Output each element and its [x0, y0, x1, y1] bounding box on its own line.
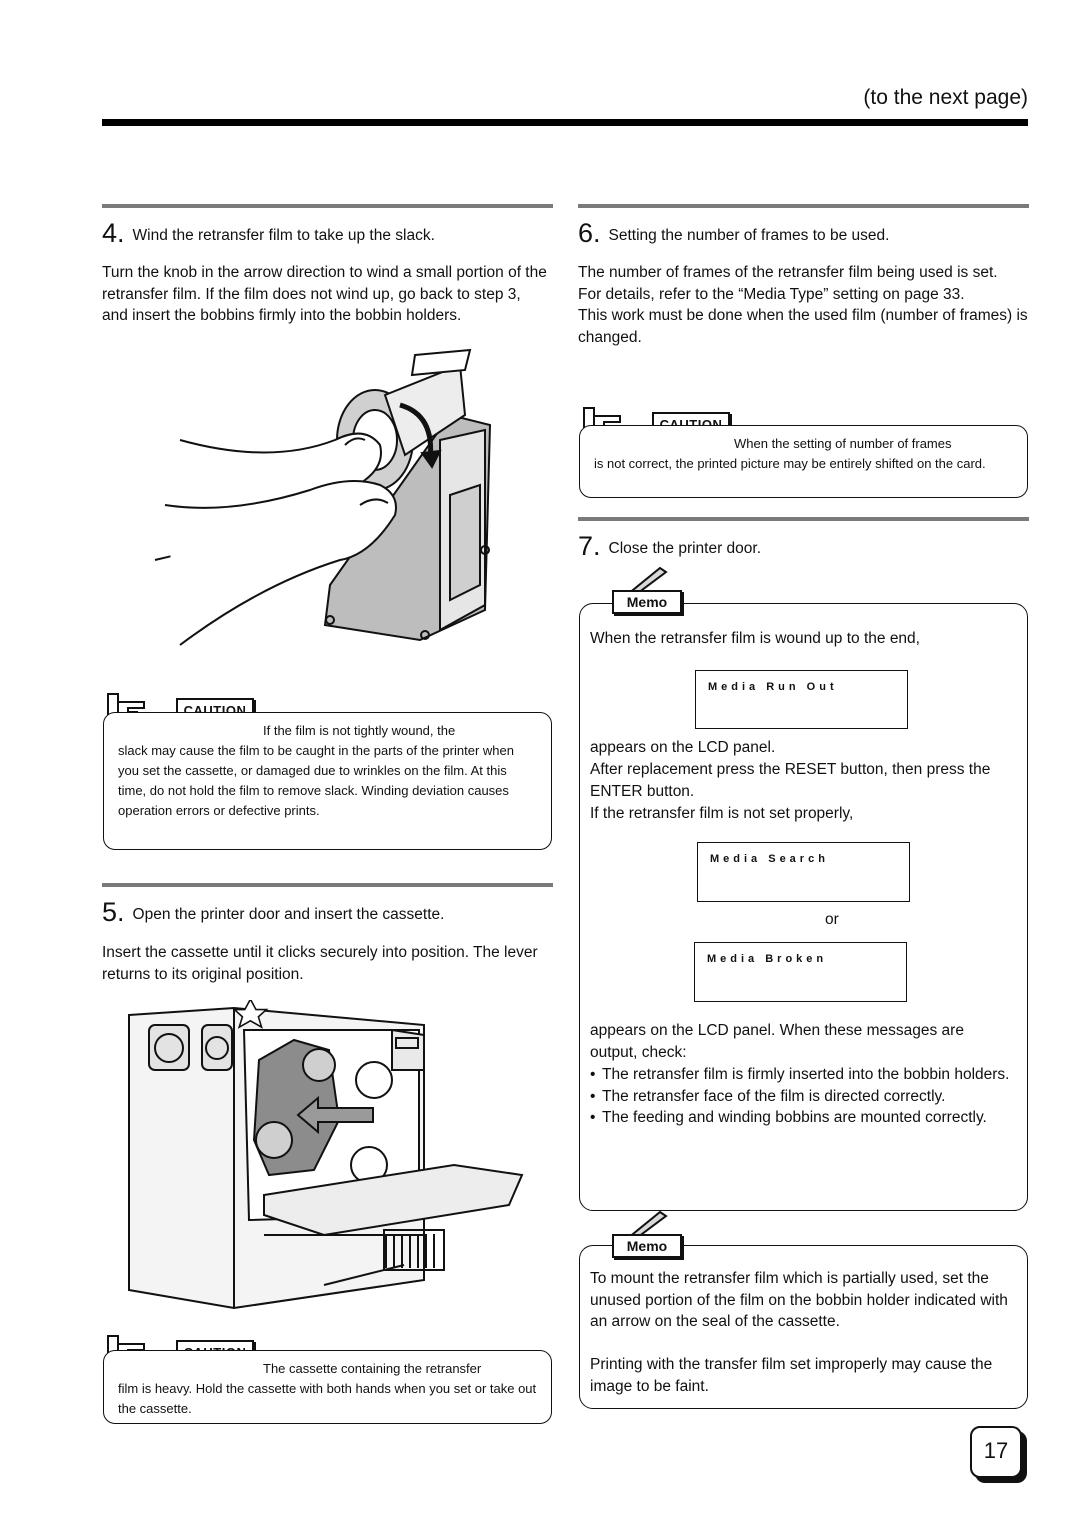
caution-text-first: The cassette containing the retransfer — [263, 1361, 482, 1376]
memo-box-2: To mount the retransfer film which is pa… — [579, 1245, 1028, 1409]
step-number: 4. — [102, 218, 125, 248]
step-title: Close the printer door. — [608, 540, 762, 557]
step-6-body: The number of frames of the retransfer f… — [578, 262, 1028, 348]
caution-text-rest: is not correct, the printed picture may … — [594, 456, 986, 471]
memo-tag-1: Memo — [612, 566, 687, 614]
step-4-body: Turn the knob in the arrow direction to … — [102, 264, 547, 324]
step-number: 7. — [578, 531, 601, 561]
memo-or: or — [825, 911, 839, 928]
step-6-para-1: The number of frames of the retransfer f… — [578, 264, 998, 281]
memo2-body-2: Printing with the transfer film set impr… — [590, 1356, 993, 1395]
lcd-media-run-out: Media Run Out — [695, 670, 908, 729]
step-6-heading: 6. Setting the number of frames to be use… — [578, 220, 1029, 247]
memo-check-list: The retransfer film is firmly inserted i… — [590, 1064, 1015, 1129]
caution-text-rest: film is heavy. Hold the cassette with bo… — [118, 1381, 537, 1416]
step-number: 5. — [102, 897, 125, 927]
section-rule-4 — [102, 204, 553, 208]
section-rule-7 — [578, 517, 1029, 521]
step-title: Open the printer door and insert the cas… — [132, 906, 445, 923]
header-rule — [102, 119, 1028, 126]
memo-label: Memo — [612, 590, 682, 614]
caution-box-step5: The cassette containing the retransfer f… — [103, 1350, 552, 1424]
lcd-media-broken: Media Broken — [694, 942, 907, 1002]
memo-tag-2: Memo — [612, 1210, 687, 1258]
memo-box-step7: When the retransfer film is wound up to … — [579, 603, 1028, 1211]
caution-text-first: If the film is not tightly wound, the — [263, 723, 456, 738]
step-4-heading: 4. Wind the retransfer film to take up th… — [102, 220, 553, 247]
memo-appears-check: appears on the LCD panel. When these mes… — [590, 1022, 964, 1061]
memo-intro: When the retransfer film is wound up to … — [590, 630, 920, 647]
list-item: The retransfer face of the film is direc… — [590, 1086, 1015, 1108]
page-number: 17 — [970, 1426, 1022, 1478]
step-title: Setting the number of frames to be used. — [608, 227, 890, 244]
list-item: The feeding and winding bobbins are moun… — [590, 1107, 1015, 1129]
memo-after-replace: After replacement press the RESET button… — [590, 761, 991, 800]
memo-label: Memo — [612, 1234, 682, 1258]
next-page-note: (to the next page) — [863, 86, 1028, 109]
list-item: The retransfer film is firmly inserted i… — [590, 1064, 1015, 1086]
memo-after-lcd1: appears on the LCD panel. — [590, 739, 776, 756]
step-title: Wind the retransfer film to take up the … — [132, 227, 435, 244]
caution-box-step4: If the film is not tightly wound, the sl… — [103, 712, 552, 850]
step-5-heading: 5. Open the printer door and insert the c… — [102, 899, 553, 926]
step-7-heading: 7. Close the printer door. — [578, 533, 1029, 560]
step-5-body: Insert the cassette until it clicks secu… — [102, 944, 538, 983]
section-rule-5 — [102, 883, 553, 887]
memo2-body: To mount the retransfer film which is pa… — [590, 1270, 1008, 1330]
caution-text-rest: slack may cause the film to be caught in… — [118, 743, 514, 818]
section-rule-6 — [578, 204, 1029, 208]
insert-cassette-illustration — [128, 1000, 524, 1310]
step-6-para-3: This work must be done when the used fil… — [578, 307, 1028, 346]
step-number: 6. — [578, 218, 601, 248]
step-6-para-2: For details, refer to the “Media Type” s… — [578, 285, 965, 303]
wind-film-illustration — [154, 348, 492, 646]
lcd-media-search: Media Search — [697, 842, 910, 902]
caution-text-first: When the setting of number of frames — [734, 436, 952, 451]
memo-not-set: If the retransfer film is not set proper… — [590, 805, 854, 822]
caution-box-step6: When the setting of number of frames is … — [579, 425, 1028, 498]
